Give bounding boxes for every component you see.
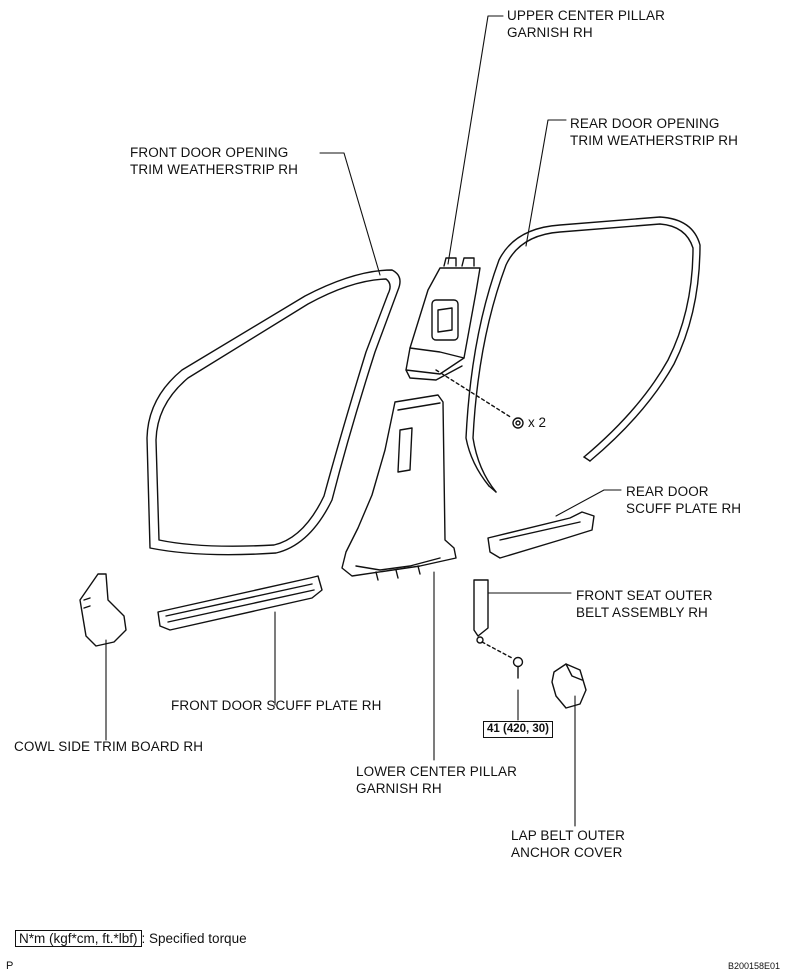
clip-fastener [435, 369, 524, 429]
front-door-weatherstrip [146, 269, 401, 556]
cowl-side-trim-board [79, 573, 127, 647]
torque-spec-box: 41 (420, 30) [483, 721, 554, 738]
clip-quantity: x 2 [528, 415, 547, 430]
lower-center-pillar-garnish [341, 394, 457, 581]
front-seat-outer-belt [473, 579, 513, 659]
label-rear-door-scuff: REAR DOOR SCUFF PLATE RH [626, 484, 742, 516]
label-rear-door-opening-trim: REAR DOOR OPENING TRIM WEATHERSTRIP RH [570, 116, 739, 148]
front-door-scuff-plate [157, 575, 323, 631]
anchor-bolt [512, 656, 524, 679]
label-front-seat-belt: FRONT SEAT OUTER BELT ASSEMBLY RH [576, 588, 713, 620]
leader-lines [105, 15, 622, 827]
label-front-door-scuff: FRONT DOOR SCUFF PLATE RH [171, 698, 382, 713]
rear-door-weatherstrip [465, 216, 701, 493]
corner-mark: P [6, 960, 14, 972]
upper-center-pillar-garnish [405, 257, 481, 381]
rear-door-scuff-plate [487, 511, 595, 559]
label-cowl-side-trim: COWL SIDE TRIM BOARD RH [14, 739, 204, 754]
label-upper-center-pillar: UPPER CENTER PILLAR GARNISH RH [507, 8, 665, 40]
label-front-door-opening-trim: FRONT DOOR OPENING TRIM WEATHERSTRIP RH [130, 145, 299, 177]
torque-legend: N*m (kgf*cm, ft.*lbf): Specified torque [15, 930, 247, 948]
label-lower-center-pillar: LOWER CENTER PILLAR GARNISH RH [356, 764, 517, 796]
legend-unit-box: N*m (kgf*cm, ft.*lbf) [15, 930, 142, 947]
legend-description: : Specified torque [141, 931, 247, 946]
figure-code: B200158E01 [728, 961, 781, 971]
lap-belt-anchor-cover [551, 663, 587, 709]
label-lap-belt-cover: LAP BELT OUTER ANCHOR COVER [511, 828, 625, 860]
